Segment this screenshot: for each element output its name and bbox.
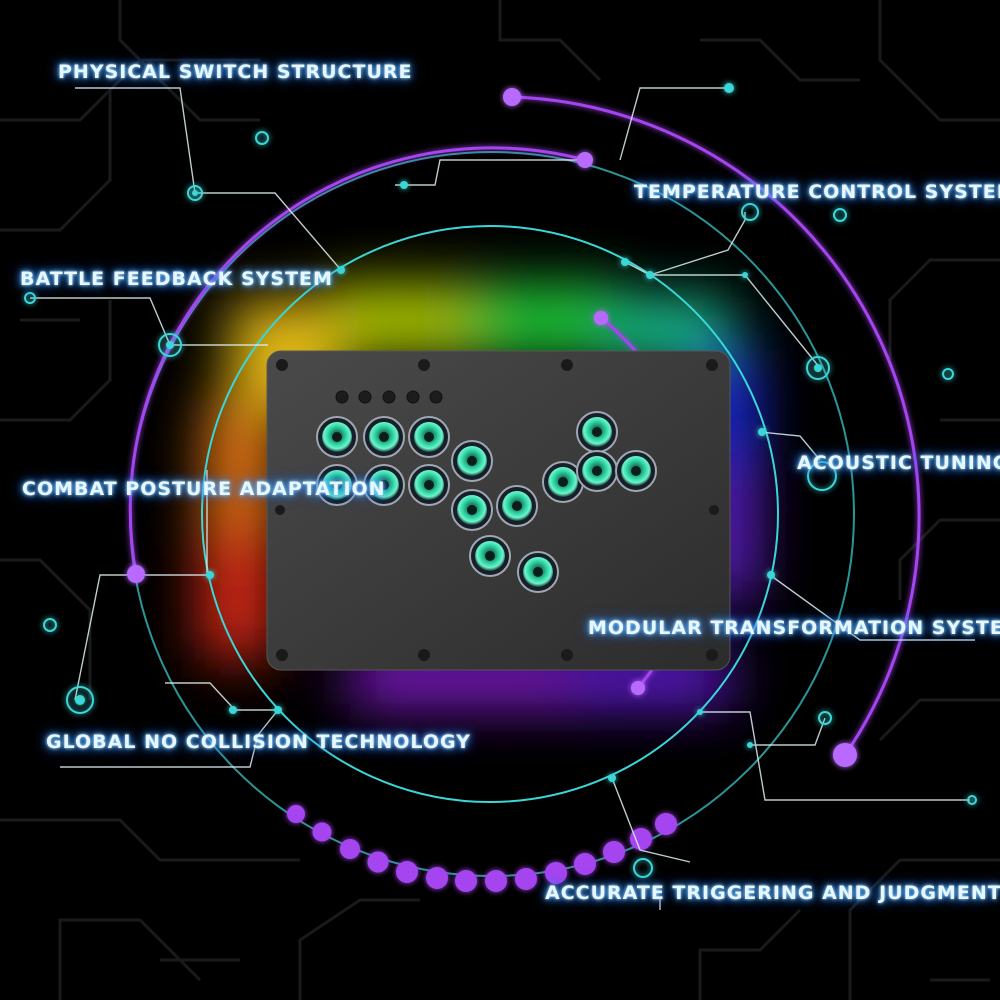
action-button (576, 450, 618, 492)
purple-endpoint-dots (127, 88, 857, 767)
connector-lines (30, 87, 975, 910)
action-button (408, 416, 450, 458)
action-button (408, 464, 450, 506)
action-button (469, 535, 511, 577)
feature-label-accurate-triggering-and-judgment: ACCURATE TRIGGERING AND JUDGMENT (545, 882, 1000, 904)
action-button (517, 551, 559, 593)
controller-screws (275, 359, 719, 661)
action-button (363, 416, 405, 458)
feature-label-combat-posture-adaptation: COMBAT POSTURE ADAPTATION (22, 478, 386, 500)
action-buttons (316, 411, 657, 593)
outer-purple-arc (128, 146, 586, 575)
feature-label-physical-switch-structure: PHYSICAL SWITCH STRUCTURE (58, 61, 413, 83)
action-button (496, 485, 538, 527)
action-button (363, 464, 405, 506)
action-button (542, 461, 584, 503)
feature-label-global-no-collision-technology: GLOBAL NO COLLISION TECHNOLOGY (46, 731, 471, 753)
outer-purple-arc-right (511, 95, 921, 756)
feature-label-battle-feedback-system: BATTLE FEEDBACK SYSTEM (20, 268, 333, 290)
action-button (451, 440, 493, 482)
rgb-glow-halo (200, 285, 755, 705)
inner-cyan-ring (201, 225, 779, 803)
leverless-arcade-controller-icon (266, 350, 731, 671)
action-button (451, 489, 493, 531)
action-button (316, 416, 358, 458)
feature-label-temperature-control-system: TEMPERATURE CONTROL SYSTEM (634, 181, 1000, 203)
action-button (615, 450, 657, 492)
purple-dot-arc (287, 805, 677, 892)
function-buttons (335, 390, 443, 404)
feature-label-acoustic-tuning: ACOUSTIC TUNING (797, 452, 1000, 474)
glowing-node-icons (24, 83, 977, 878)
feature-label-modular-transformation-system: MODULAR TRANSFORMATION SYSTEM (588, 617, 1000, 639)
action-button (576, 411, 618, 453)
action-button (316, 464, 358, 506)
